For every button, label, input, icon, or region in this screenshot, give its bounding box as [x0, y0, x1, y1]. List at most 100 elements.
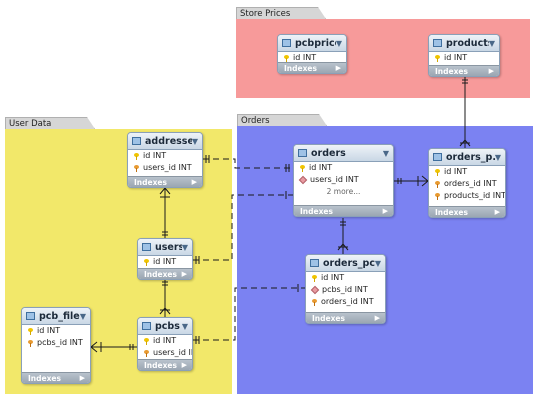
more-columns-link[interactable]: 2 more...	[326, 187, 361, 196]
foreign-key-icon	[435, 180, 440, 188]
column-row[interactable]: pcbs_id INT	[22, 337, 90, 349]
table-header[interactable]: pcb_files ▼	[22, 308, 90, 325]
column-row[interactable]: id INT	[429, 52, 499, 64]
column-row[interactable]: id INT	[294, 162, 393, 174]
expand-arrow-icon[interactable]: ▶	[374, 314, 380, 322]
column-row[interactable]: orders_id INT	[429, 178, 505, 190]
table-name: pcbs	[155, 320, 180, 332]
indexes-bar[interactable]: Indexes▶	[278, 62, 346, 73]
chevron-down-icon[interactable]: ▼	[181, 321, 188, 331]
table-pcbprices[interactable]: pcbprices ▼ id INT Indexes▶	[277, 34, 347, 74]
table-name: users	[155, 241, 182, 253]
indexes-bar[interactable]: Indexes ▶	[294, 205, 393, 216]
chevron-down-icon[interactable]: ▼	[488, 38, 495, 48]
table-products[interactable]: products ▼ id INT Indexes▶	[428, 34, 500, 77]
table-icon	[433, 39, 442, 47]
table-users[interactable]: users ▼ id INT Indexes ▶	[137, 238, 193, 280]
table-orders-products[interactable]: orders_p... ▼ id INT orders_id INT produ…	[428, 148, 506, 218]
primary-key-icon	[300, 164, 305, 172]
foreign-key-icon	[435, 192, 440, 200]
expand-arrow-icon[interactable]: ▶	[488, 67, 494, 75]
column-row[interactable]: orders_id INT	[306, 296, 385, 308]
expand-arrow-icon[interactable]: ▶	[494, 208, 500, 216]
expand-arrow-icon[interactable]: ▶	[191, 178, 197, 186]
indexes-bar[interactable]: Indexes ▶	[138, 359, 192, 370]
foreign-key-icon	[28, 339, 33, 347]
table-header[interactable]: orders_pcbs ▼	[306, 255, 385, 272]
table-header[interactable]: orders_p... ▼	[429, 149, 505, 166]
column-label: orders_id INT	[321, 297, 374, 306]
table-header[interactable]: pcbs ▼	[138, 318, 192, 335]
column-row[interactable]: users_id INT	[138, 347, 192, 359]
table-pcbs[interactable]: pcbs ▼ id INT users_id INT Indexes ▶	[137, 317, 193, 371]
indexes-bar[interactable]: Indexes▶	[429, 206, 505, 217]
column-label: pcbs_id INT	[322, 285, 368, 294]
column-row[interactable]: id INT	[306, 272, 385, 284]
primary-key-icon	[435, 54, 440, 62]
column-label: id INT	[153, 257, 177, 266]
indexes-bar[interactable]: Indexes▶	[128, 176, 202, 187]
column-row[interactable]: products_id INT	[429, 190, 505, 202]
foreign-key-icon	[134, 164, 139, 172]
table-header[interactable]: orders ▼	[294, 145, 393, 162]
chevron-down-icon[interactable]: ▼	[335, 38, 342, 48]
table-name: addresses	[145, 135, 192, 147]
column-label: id INT	[321, 273, 345, 282]
column-row[interactable]: id INT	[22, 325, 90, 337]
indexes-bar[interactable]: Indexes▶	[429, 65, 499, 76]
chevron-down-icon[interactable]: ▼	[79, 311, 86, 321]
column-row[interactable]: id INT	[278, 52, 346, 64]
expand-arrow-icon[interactable]: ▶	[181, 361, 187, 369]
indexes-label: Indexes	[144, 361, 177, 370]
indexes-bar[interactable]: Indexes▶	[22, 372, 90, 383]
table-icon	[132, 137, 141, 145]
chevron-down-icon[interactable]: ▼	[191, 136, 198, 146]
column-row[interactable]: id INT	[138, 335, 192, 347]
expand-arrow-icon[interactable]: ▶	[79, 374, 85, 382]
indexes-label: Indexes	[144, 270, 177, 279]
table-header[interactable]: products ▼	[429, 35, 499, 52]
column-label: users_id INT	[310, 175, 359, 184]
index-diamond-icon	[298, 175, 308, 185]
table-pcb-files[interactable]: pcb_files ▼ id INT pcbs_id INT Indexes▶	[21, 307, 91, 384]
column-row[interactable]: id INT	[128, 150, 202, 162]
expand-arrow-icon[interactable]: ▶	[181, 270, 187, 278]
column-row[interactable]: pcbs_id INT	[306, 284, 385, 296]
table-icon	[142, 322, 151, 330]
table-header[interactable]: users ▼	[138, 239, 192, 256]
indexes-bar[interactable]: Indexes▶	[306, 312, 385, 323]
table-icon	[298, 149, 307, 157]
column-row[interactable]: users_id INT	[294, 174, 393, 186]
primary-key-icon	[284, 54, 289, 62]
chevron-down-icon[interactable]: ▼	[374, 258, 381, 268]
rel-users-orders-b	[193, 194, 293, 261]
table-header[interactable]: addresses ▼	[128, 133, 202, 150]
table-name: products	[446, 37, 489, 49]
chevron-down-icon[interactable]: ▼	[382, 148, 389, 158]
column-row[interactable]: id INT	[429, 166, 505, 178]
index-diamond-icon	[310, 285, 320, 295]
chevron-down-icon[interactable]: ▼	[494, 152, 501, 162]
column-label: users_id INT	[153, 348, 192, 357]
primary-key-icon	[134, 152, 139, 160]
column-label: pcbs_id INT	[37, 338, 83, 347]
primary-key-icon	[144, 337, 149, 345]
column-row[interactable]: users_id INT	[128, 162, 202, 174]
expand-arrow-icon[interactable]: ▶	[382, 207, 388, 215]
rel-pcbs-orders-pcbs	[193, 287, 305, 341]
table-header[interactable]: pcbprices ▼	[278, 35, 346, 52]
table-name: orders_pcbs	[323, 257, 375, 269]
expand-arrow-icon[interactable]: ▶	[335, 64, 341, 72]
indexes-label: Indexes	[300, 207, 333, 216]
table-addresses[interactable]: addresses ▼ id INT users_id INT Indexes▶	[127, 132, 203, 188]
table-orders[interactable]: orders ▼ id INT users_id INT 2 more... I…	[293, 144, 394, 217]
column-label: products_id INT	[444, 191, 506, 200]
table-name: orders	[311, 147, 346, 159]
table-orders-pcbs[interactable]: orders_pcbs ▼ id INT pcbs_id INT orders_…	[305, 254, 386, 324]
column-row[interactable]: id INT	[138, 256, 192, 268]
table-name: pcb_files	[39, 310, 80, 322]
table-icon	[142, 243, 151, 251]
indexes-bar[interactable]: Indexes ▶	[138, 268, 192, 279]
chevron-down-icon[interactable]: ▼	[181, 242, 188, 252]
